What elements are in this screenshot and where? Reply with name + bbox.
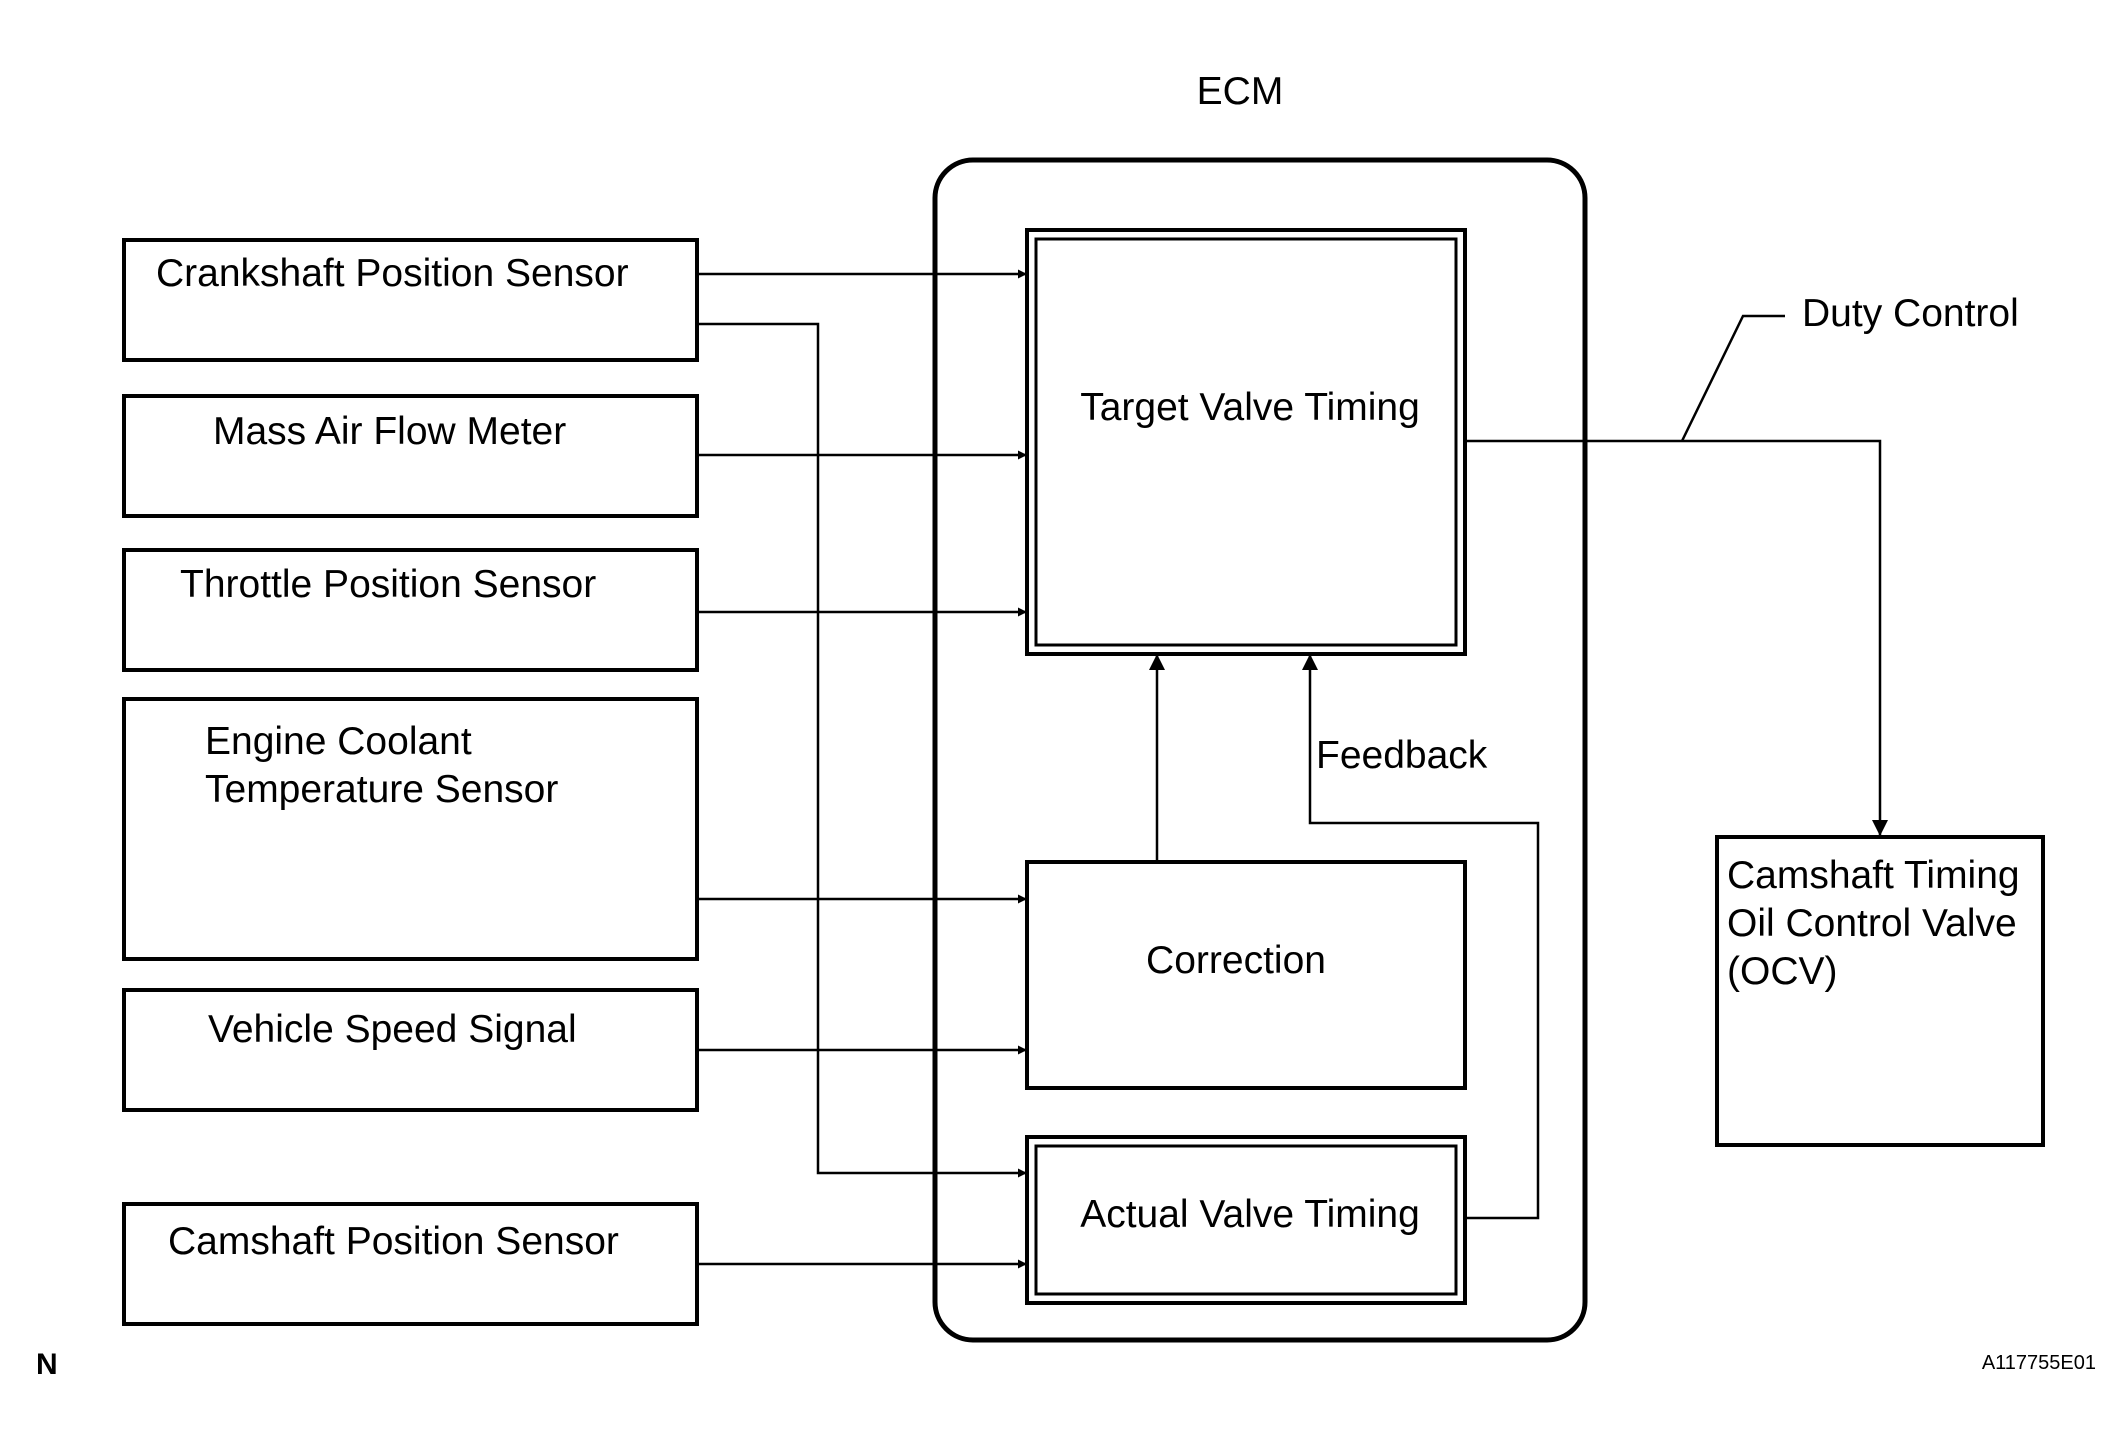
correction-block: Correction (1025, 860, 1467, 1090)
target-valve-timing-label: Target Valve Timing (1080, 386, 1420, 429)
correction-label: Correction (1146, 939, 1326, 982)
input-crankshaft-position-sensor: Crankshaft Position Sensor (122, 238, 699, 362)
input-camshaft-position-sensor: Camshaft Position Sensor (122, 1202, 699, 1326)
crankshaft-to-actual-arrow (697, 322, 1027, 1178)
duty-control-output-arrow (1465, 439, 1888, 836)
ecm-boundary (932, 157, 1588, 1343)
feedback-arrow (1302, 654, 1540, 1220)
ocv-label-line3: (OCV) (1727, 950, 1838, 993)
corner-letter: N (36, 1348, 58, 1381)
ecm-title: ECM (1197, 70, 1284, 113)
duty-control-leader-line (1680, 314, 1785, 442)
input-engine-coolant-temperature-sensor: Engine Coolant Temperature Sensor (122, 697, 699, 961)
input-throttle-position-sensor: Throttle Position Sensor (122, 548, 699, 672)
maf-label: Mass Air Flow Meter (213, 410, 566, 453)
camshaft-timing-oil-control-valve-box: Camshaft Timing Oil Control Valve (OCV) (1715, 835, 2045, 1147)
target-valve-timing-block: Target Valve Timing (1025, 228, 1467, 656)
actual-valve-timing-label: Actual Valve Timing (1080, 1193, 1420, 1236)
input-vehicle-speed-signal: Vehicle Speed Signal (122, 988, 699, 1112)
crankshaft-label: Crankshaft Position Sensor (156, 252, 629, 295)
coolant-label-line1: Engine Coolant (205, 720, 472, 763)
figure-code: A117755E01 (1982, 1352, 2096, 1374)
ocv-label-line1: Camshaft Timing (1727, 854, 2020, 897)
feedback-label: Feedback (1316, 734, 1488, 777)
speed-label: Vehicle Speed Signal (208, 1008, 577, 1051)
throttle-label: Throttle Position Sensor (180, 563, 596, 606)
duty-control-label: Duty Control (1802, 292, 2019, 335)
input-mass-air-flow-meter: Mass Air Flow Meter (122, 394, 699, 518)
ocv-label-line2: Oil Control Valve (1727, 902, 2017, 945)
camshaft-label: Camshaft Position Sensor (168, 1220, 619, 1263)
actual-valve-timing-block: Actual Valve Timing (1025, 1135, 1467, 1305)
coolant-label-line2: Temperature Sensor (205, 768, 558, 811)
